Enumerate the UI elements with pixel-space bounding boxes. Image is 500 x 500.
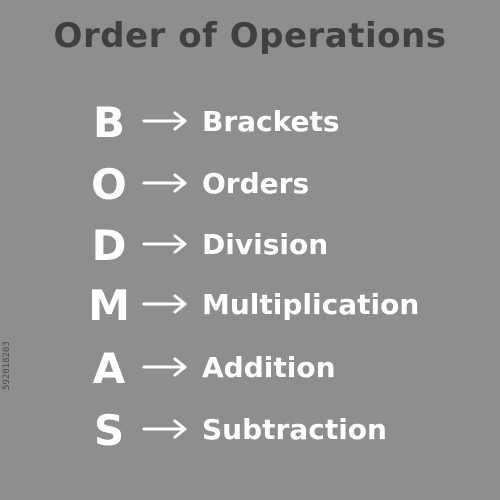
right-arrow-icon bbox=[142, 357, 187, 377]
row-d: D Division bbox=[0, 216, 500, 276]
row-a: A Addition bbox=[0, 339, 500, 399]
letter-m: M bbox=[88, 281, 130, 330]
letter-s: S bbox=[93, 406, 125, 455]
right-arrow-icon bbox=[142, 111, 187, 131]
page-title: Order of Operations bbox=[53, 16, 447, 56]
right-arrow-icon bbox=[142, 419, 187, 439]
right-arrow-icon bbox=[142, 294, 187, 314]
word-subtraction: Subtraction bbox=[202, 413, 387, 446]
word-addition: Addition bbox=[202, 351, 336, 384]
side-credit-id: 592018203 bbox=[2, 341, 12, 390]
letter-o: O bbox=[91, 160, 127, 209]
row-o: O Orders bbox=[0, 155, 500, 215]
word-brackets: Brackets bbox=[202, 105, 340, 138]
right-arrow-icon bbox=[142, 234, 187, 254]
letter-d: D bbox=[91, 221, 127, 270]
word-division: Division bbox=[202, 228, 329, 261]
word-multiplication: Multiplication bbox=[202, 288, 420, 321]
row-m: M Multiplication bbox=[0, 276, 500, 336]
letter-b: B bbox=[92, 98, 125, 147]
letter-a: A bbox=[92, 344, 126, 393]
word-orders: Orders bbox=[202, 167, 310, 200]
row-b: B Brackets bbox=[0, 93, 500, 153]
right-arrow-icon bbox=[142, 173, 187, 193]
row-s: S Subtraction bbox=[0, 401, 500, 461]
